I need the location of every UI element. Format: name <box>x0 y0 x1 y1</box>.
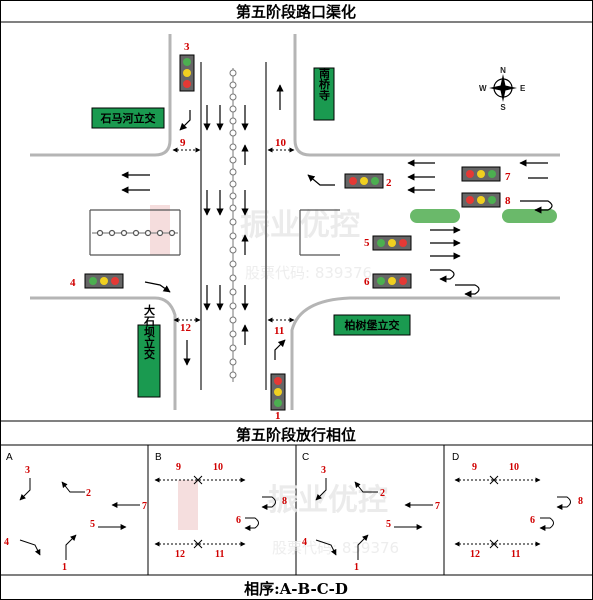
road-edges <box>30 34 560 410</box>
svg-text:1: 1 <box>354 562 359 573</box>
diagram-title: 第五阶段路口渠化 <box>236 3 356 21</box>
lane-arrows <box>121 84 553 366</box>
svg-text:4: 4 <box>4 537 9 548</box>
signal-7 <box>461 166 501 182</box>
phase-panel-C: C 3 2 7 4 5 1 <box>302 452 440 573</box>
place-box-baishubao <box>333 314 411 336</box>
crossing-11: 11 <box>267 317 295 337</box>
svg-text:股票代码: 839376: 股票代码: 839376 <box>272 539 399 557</box>
svg-text:3: 3 <box>321 465 326 476</box>
svg-text:5: 5 <box>90 519 95 530</box>
place-shimahe: 石马河立交 <box>100 111 156 125</box>
left-waiting-zone <box>89 209 181 256</box>
phase-panel-D: D 9 10 8 6 12 11 <box>452 452 583 560</box>
svg-text:N: N <box>500 66 506 75</box>
svg-text:12: 12 <box>180 322 192 334</box>
svg-text:4: 4 <box>302 537 307 548</box>
svg-text:9: 9 <box>472 462 477 473</box>
svg-text:A: A <box>6 452 13 463</box>
signal-8 <box>461 192 501 208</box>
svg-text:5: 5 <box>386 519 391 530</box>
crossing-12: 12 <box>173 317 201 334</box>
svg-text:7: 7 <box>142 501 147 512</box>
svg-text:B: B <box>155 452 162 463</box>
place-box-nanqiao <box>313 67 335 121</box>
phase-panel-A: A 3 2 7 4 5 1 <box>4 452 147 573</box>
svg-text:12: 12 <box>470 549 480 560</box>
svg-text:6: 6 <box>236 515 241 526</box>
phase-panel-B: B 9 10 8 6 12 11 <box>154 452 287 560</box>
crossing-9: 9 <box>172 137 201 153</box>
svg-text:7: 7 <box>435 501 440 512</box>
svg-text:10: 10 <box>213 462 223 473</box>
signal-6 <box>372 273 412 289</box>
svg-text:12: 12 <box>175 549 185 560</box>
svg-text:D: D <box>452 452 459 463</box>
watermark: 振业优控 股票代码: 839376 振业优控 股票代码: 839376 <box>150 205 399 557</box>
signal-label-3: 3 <box>184 41 190 53</box>
sequence-text: 相序:A-B-C-D <box>244 580 348 598</box>
svg-text:8: 8 <box>282 496 287 507</box>
svg-text:10: 10 <box>275 137 287 149</box>
signal-3 <box>179 54 195 92</box>
svg-text:E: E <box>520 84 526 93</box>
center-chain <box>229 68 237 382</box>
place-box-shimahe <box>91 107 165 129</box>
signal-label-8: 8 <box>505 195 511 207</box>
svg-text:S: S <box>500 103 506 112</box>
compass: N S E W <box>479 66 526 112</box>
svg-text:振业优控: 振业优控 <box>268 483 388 518</box>
signal-2 <box>344 173 384 189</box>
place-nanqiao: 南桥寺 <box>318 66 331 101</box>
svg-text:11: 11 <box>274 325 284 337</box>
phase-title: 第五阶段放行相位 <box>236 426 356 444</box>
svg-text:W: W <box>479 84 487 93</box>
svg-text:C: C <box>302 452 309 463</box>
svg-text:11: 11 <box>215 549 224 560</box>
place-dashiba: 大石坝立交 <box>143 303 157 360</box>
svg-text:11: 11 <box>511 549 520 560</box>
svg-text:8: 8 <box>578 496 583 507</box>
svg-text:6: 6 <box>530 515 535 526</box>
svg-text:3: 3 <box>25 465 30 476</box>
right-waiting-zone <box>299 209 340 256</box>
signal-label-5: 5 <box>364 237 370 249</box>
green-island-1 <box>410 209 460 223</box>
signal-label-1: 1 <box>275 410 281 422</box>
svg-text:10: 10 <box>509 462 519 473</box>
median-lines <box>200 62 267 390</box>
place-baishubao: 柏树堡立交 <box>345 318 400 332</box>
place-box-dashiba <box>137 324 161 398</box>
signal-1 <box>270 373 286 411</box>
signal-label-2: 2 <box>386 177 392 189</box>
signal-label-4: 4 <box>70 277 76 289</box>
signal-5 <box>372 235 412 251</box>
signal-label-7: 7 <box>505 171 511 183</box>
crossing-10: 10 <box>267 137 295 153</box>
svg-text:1: 1 <box>62 562 67 573</box>
signal-4 <box>84 273 124 289</box>
svg-text:2: 2 <box>380 488 385 499</box>
svg-text:9: 9 <box>180 137 186 149</box>
svg-text:股票代码: 839376: 股票代码: 839376 <box>245 264 372 282</box>
svg-text:2: 2 <box>86 488 91 499</box>
green-island-2 <box>502 209 557 223</box>
svg-text:9: 9 <box>176 462 181 473</box>
signal-label-6: 6 <box>364 276 370 288</box>
